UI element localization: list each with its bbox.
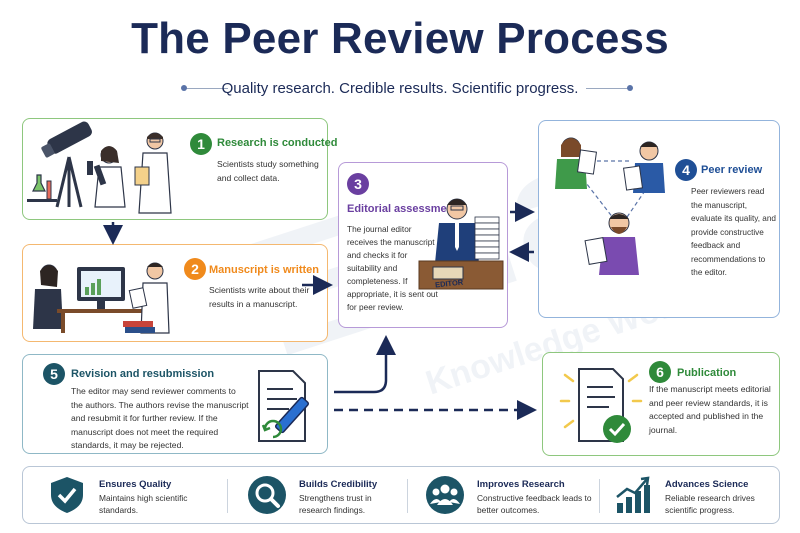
magnifier-icon [248, 476, 286, 514]
revise-document-icon [258, 370, 310, 442]
step-3-desc: The journal editor receives the manuscri… [347, 224, 438, 312]
subtitle-line-right [586, 88, 630, 89]
step-2-title: Manuscript is written [209, 264, 320, 276]
reviewer-woman-icon [555, 137, 598, 189]
benefit-1-title: Ensures Quality [99, 479, 172, 490]
step-4-desc: Peer reviewers read the manuscript, eval… [691, 187, 776, 277]
research-scientists-illustration [27, 121, 172, 214]
step-3-card: 3 Editorial assessment The journal edito… [338, 162, 508, 328]
scientist-clipboard-icon [134, 132, 172, 214]
page-title: The Peer Review Process [131, 14, 669, 63]
growth-chart-icon [616, 476, 650, 513]
writing-manuscript-illustration [33, 262, 170, 334]
step-5-desc: The editor may send reviewer comments to… [71, 386, 249, 450]
step-4-badge: 4 [675, 159, 697, 181]
peer-reviewers-illustration [555, 137, 665, 275]
step-6-title: Publication [677, 367, 737, 379]
scientist-with-paper-icon [123, 262, 170, 334]
benefit-4-title: Advances Science [665, 479, 749, 490]
step-6-badge: 6 [649, 361, 671, 383]
benefit-4-desc: Reliable research drives scientific prog… [665, 493, 755, 515]
step-1-desc: Scientists study something and collect d… [217, 159, 319, 183]
editor-at-desk-illustration [418, 198, 504, 290]
step-4-card: 4 Peer review Peer reviewers read the ma… [538, 120, 780, 318]
step-1-badge: 1 [190, 133, 212, 155]
step-5-card: 5 Revision and resubmission The editor m… [22, 354, 328, 454]
editor-person-icon [435, 198, 479, 263]
benefit-separator [407, 479, 408, 513]
telescope-icon [41, 121, 92, 208]
step-5-title: Revision and resubmission [71, 368, 215, 380]
step-1-card: 1 Research is conducted Scientists study… [22, 118, 337, 220]
benefit-1-desc: Maintains high scientific standards. [99, 493, 188, 515]
manuscript-stack-icon [474, 216, 500, 260]
benefit-2-title: Builds Credibility [299, 479, 378, 490]
benefit-builds-credibility: Builds Credibility Strengthens trust in … [229, 467, 419, 525]
subtitle-dot-left [181, 85, 187, 91]
benefit-separator [599, 479, 600, 513]
step-2-card: 2 Manuscript is written Scientists write… [22, 244, 328, 342]
step-2-badge: 2 [184, 258, 206, 280]
step-3-badge: 3 [347, 173, 369, 195]
benefit-improves-research: Improves Research Constructive feedback … [409, 467, 599, 525]
subtitle-dot-right [627, 85, 633, 91]
reviewer-bearded-man-icon [584, 212, 639, 275]
page-subtitle: Quality research. Credible results. Scie… [221, 80, 579, 97]
benefit-ensures-quality: Ensures Quality Maintains high scientifi… [23, 467, 213, 525]
benefit-3-desc: Constructive feedback leads to better ou… [477, 493, 592, 515]
benefit-separator [227, 479, 228, 513]
benefits-bar: Ensures Quality Maintains high scientifi… [22, 466, 780, 524]
published-document-icon [559, 368, 643, 443]
step-4-title: Peer review [701, 164, 763, 176]
benefit-2-desc: Strengthens trust in research findings. [299, 493, 372, 515]
woman-at-computer-icon [33, 264, 157, 333]
step-1-title: Research is conducted [217, 137, 338, 149]
step-2-desc: Scientists write about their results in … [209, 285, 310, 309]
benefit-advances-science: Advances Science Reliable research drive… [601, 467, 779, 525]
step-6-card: 6 Publication If the manuscript meets ed… [542, 352, 780, 456]
scientist-microscope-icon [87, 146, 126, 208]
lab-flasks-icon [27, 174, 57, 202]
step-3-title: Editorial assessment [347, 203, 458, 215]
step-5-badge: 5 [43, 363, 65, 385]
subtitle-line-left [184, 88, 228, 89]
step-6-desc: If the manuscript meets editorial and pe… [649, 384, 771, 435]
people-group-icon [426, 476, 464, 514]
arrow-step5-to-step3 [334, 335, 396, 394]
benefit-3-title: Improves Research [477, 479, 565, 490]
reviewer-man-thinking-icon [622, 141, 665, 193]
shield-check-icon [51, 477, 83, 513]
